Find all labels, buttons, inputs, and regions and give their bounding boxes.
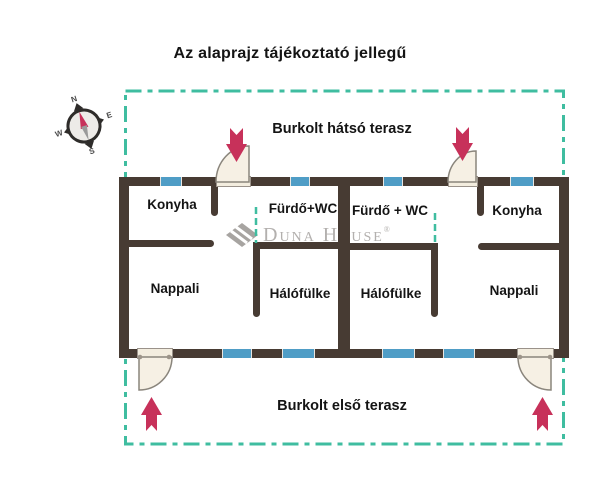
wall-divider-left-v	[253, 242, 260, 317]
front-terrace-label: Burkolt első terasz	[277, 398, 407, 414]
compass-rose-icon	[64, 103, 104, 149]
room-label-alcove-left: Hálófülke	[269, 286, 331, 301]
compass-icon: N E S W	[46, 87, 122, 165]
wall-kitchen-left-h	[119, 240, 214, 247]
window	[282, 349, 315, 358]
compass-needle-north-icon	[79, 111, 89, 130]
window	[160, 177, 182, 186]
window	[382, 349, 415, 358]
page-title: Az alaprajz tájékoztató jellegű	[173, 45, 407, 62]
room-label-living-left: Nappali	[150, 281, 200, 296]
wall-divider-right-v	[431, 243, 438, 317]
window	[290, 177, 310, 186]
watermark: Duna House®	[224, 221, 394, 249]
wall-kitchen-left-v	[211, 186, 218, 216]
door-opening-bottom-right	[517, 348, 554, 359]
room-label-living-right: Nappali	[489, 283, 539, 298]
watermark-brand-text: Duna House®	[263, 223, 392, 246]
wall-outer-left	[119, 177, 129, 358]
window	[222, 349, 252, 358]
room-label-kitchen-left: Konyha	[147, 197, 197, 212]
room-label-kitchen-right: Konyha	[492, 203, 542, 218]
room-label-alcove-right: Hálófülke	[360, 286, 422, 301]
room-label-bathroom-left: Fürdő+WC	[268, 201, 338, 216]
wall-kitchen-right-v	[477, 186, 484, 216]
compass-needle-south-icon	[81, 125, 89, 141]
wall-bath-right-h	[350, 243, 438, 250]
window	[383, 177, 403, 186]
room-label-bathroom-right: Fürdő + WC	[351, 203, 429, 218]
window	[443, 349, 475, 358]
door-opening-bottom-left	[137, 348, 173, 359]
registered-mark: ®	[383, 224, 392, 234]
window	[510, 177, 534, 186]
back-terrace-label: Burkolt hátsó terasz	[272, 121, 412, 137]
duna-house-logo-icon	[226, 223, 258, 247]
wall-bath-left-h	[253, 242, 338, 249]
door-opening-top-right	[448, 176, 478, 187]
wall-center-party	[338, 177, 350, 358]
door-opening-top-left	[216, 176, 251, 187]
wall-kitchen-right-h	[478, 243, 569, 250]
wall-outer-right	[559, 177, 569, 358]
